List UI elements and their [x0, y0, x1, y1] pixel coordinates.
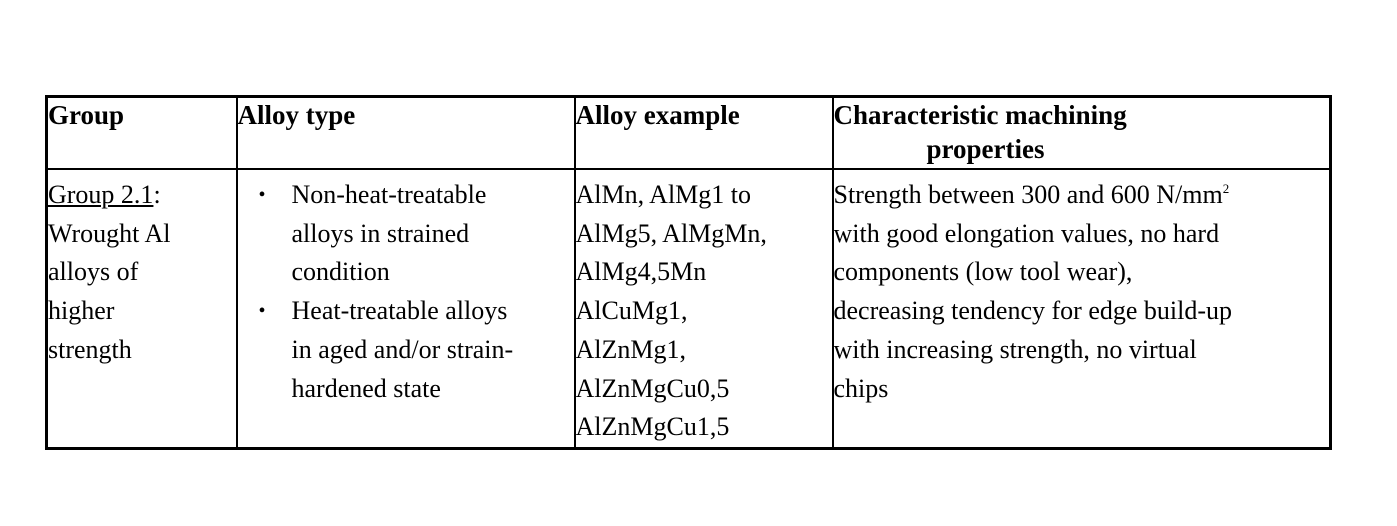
alloy-type-list: • Non-heat-treatable alloys in strained …	[238, 176, 574, 408]
machining-properties-cell: Strength between 300 and 600 N/mm2 with …	[831, 167, 1332, 450]
properties-line: chips	[833, 373, 889, 403]
example-line: AlMg4,5Mn	[575, 257, 707, 287]
bullet-icon: •	[258, 184, 266, 206]
list-item: • Non-heat-treatable alloys in strained …	[238, 176, 574, 292]
header-properties-line2: properties	[926, 134, 1045, 164]
header-alloy-example: Alloy example	[573, 95, 834, 170]
group-line: alloys of	[48, 257, 139, 287]
properties-line: components (low tool wear),	[833, 257, 1133, 287]
alloy-type-line: hardened state	[291, 373, 441, 403]
list-item: • Heat-treatable alloys in aged and/or s…	[238, 292, 574, 408]
group-link[interactable]: Group 2.1	[48, 180, 154, 209]
alloy-type-cell: • Non-heat-treatable alloys in strained …	[235, 167, 576, 450]
properties-line: with increasing strength, no virtual	[833, 334, 1197, 364]
example-line: AlZnMgCu0,5	[575, 373, 730, 403]
group-line: Wrought Al	[48, 218, 171, 248]
example-line: AlMg5, AlMgMn,	[575, 218, 767, 248]
group-first-line: Group 2.1:	[48, 176, 236, 215]
alloy-type-line: Heat-treatable alloys	[291, 296, 508, 326]
properties-line: with good elongation values, no hard	[833, 218, 1220, 248]
group-cell: Group 2.1: Wrought Al alloys of higher s…	[45, 167, 238, 450]
alloy-example-cell: AlMn, AlMg1 to AlMg5, AlMgMn, AlMg4,5Mn …	[573, 167, 834, 450]
header-alloy-type: Alloy type	[235, 95, 576, 170]
properties-line: decreasing tendency for edge build-up	[833, 296, 1233, 326]
alloy-type-line: alloys in strained	[291, 218, 470, 248]
header-row: Group Alloy type Alloy example Character…	[45, 95, 1332, 170]
group-colon: :	[153, 180, 161, 209]
example-line: AlCuMg1,	[575, 296, 688, 326]
properties-first-line: Strength between 300 and 600 N/mm2	[834, 176, 1330, 215]
example-line: AlZnMgCu1,5	[575, 412, 730, 442]
header-machining-properties: Characteristic machining properties	[831, 95, 1332, 170]
alloy-type-line: Non-heat-treatable	[291, 180, 487, 209]
alloy-type-line: condition	[291, 257, 390, 287]
alloy-machining-table: Group Alloy type Alloy example Character…	[45, 95, 1332, 450]
group-line: higher	[48, 296, 115, 326]
unit-superscript: 2	[1222, 181, 1230, 196]
example-line: AlMn, AlMg1 to	[575, 180, 752, 209]
group-line: strength	[48, 334, 132, 364]
properties-strength-text: Strength between 300 and 600 N/mm	[833, 180, 1223, 209]
table-row: Group 2.1: Wrought Al alloys of higher s…	[45, 167, 1332, 450]
header-group: Group	[45, 95, 238, 170]
bullet-icon: •	[258, 300, 266, 323]
header-properties-line1: Characteristic machining	[833, 100, 1127, 130]
alloy-type-line: in aged and/or strain-	[291, 334, 514, 364]
example-line: AlZnMg1,	[575, 334, 687, 364]
